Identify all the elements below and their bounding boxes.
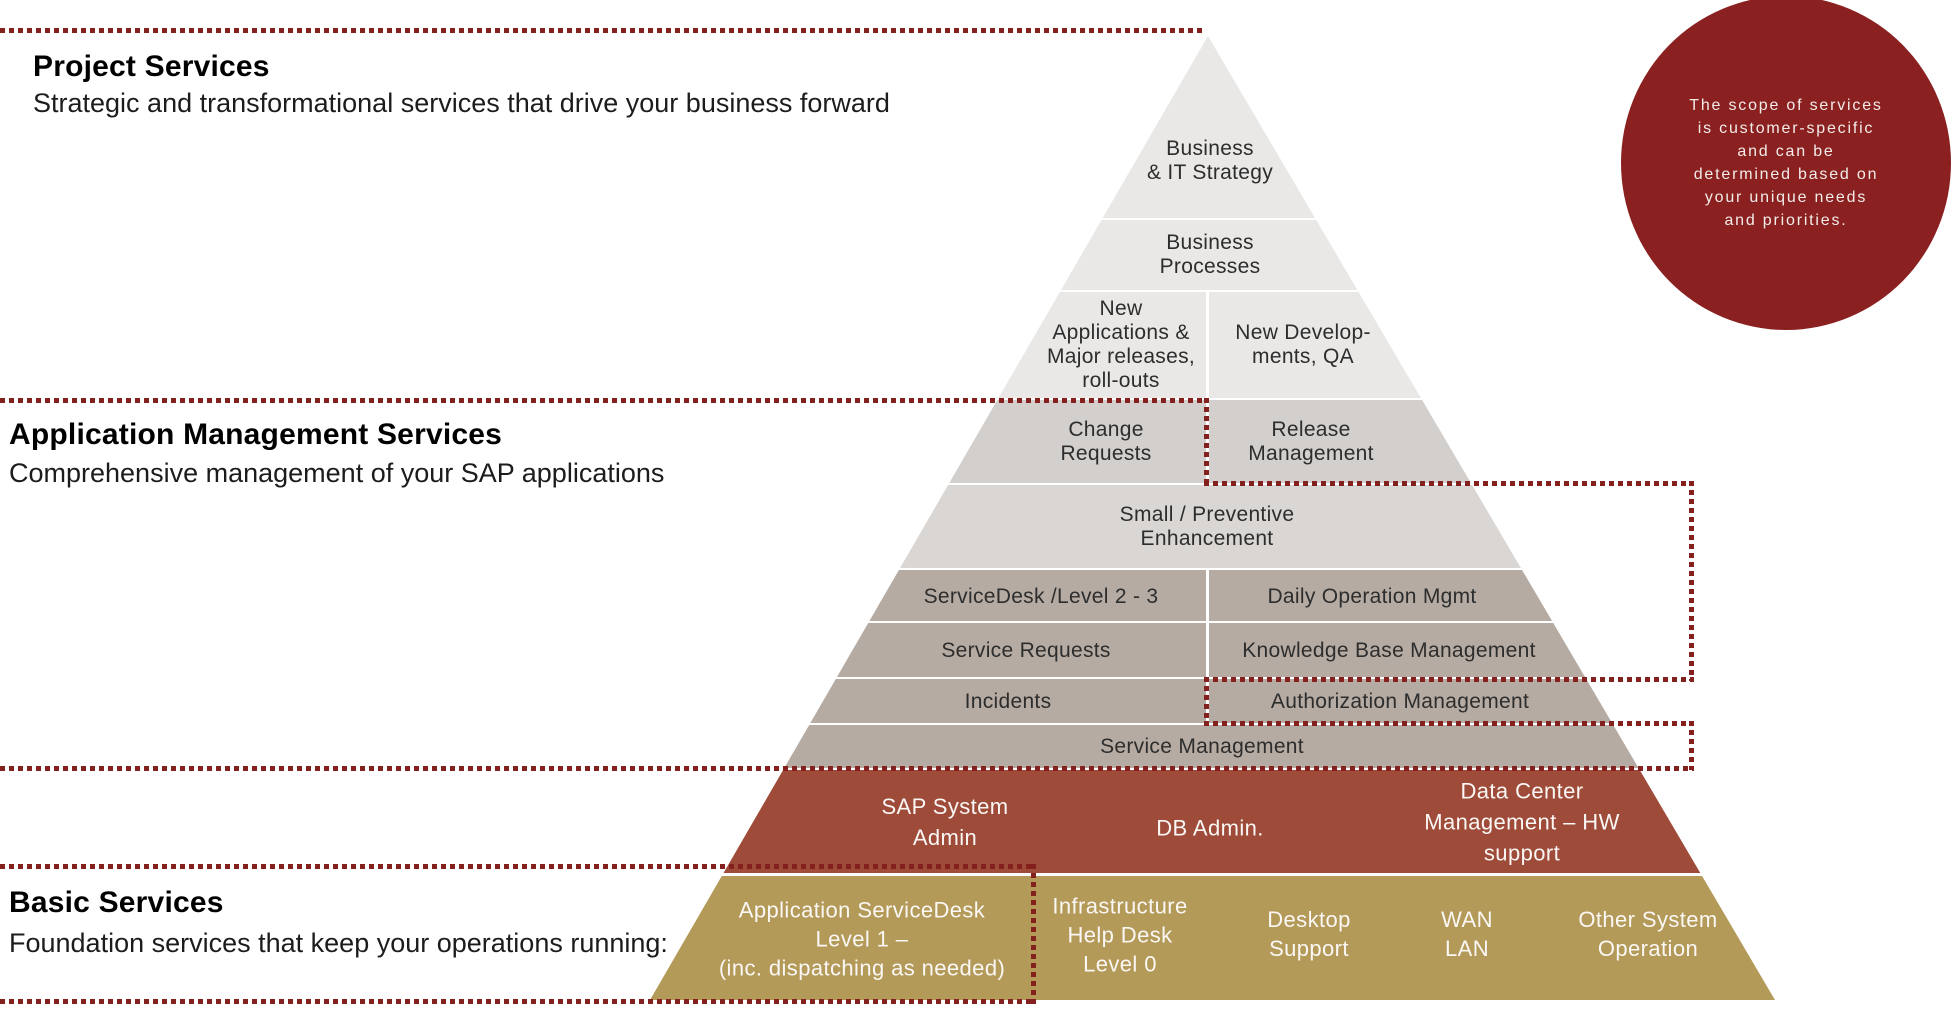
label-business-it-strategy: Business & IT Strategy <box>1146 137 1274 184</box>
ams-right-box-connector-line <box>1689 721 1694 770</box>
cell-divider-upper <box>1206 292 1209 483</box>
label-change-requests: Change Requests <box>1060 418 1152 465</box>
label-incidents: Incidents <box>964 690 1052 713</box>
basic-services-boundary-top-line <box>0 864 1036 869</box>
label-infrastructure-helpdesk: Infrastructure Help Desk Level 0 <box>1052 893 1188 977</box>
project-services-title: Project Services <box>33 50 270 83</box>
band-system-admin <box>650 770 1775 873</box>
band-service-management <box>650 725 1775 768</box>
label-release-management: Release Management <box>1248 418 1374 465</box>
ams-right-box-top-line <box>1204 481 1694 486</box>
band-basic-services <box>650 876 1775 1000</box>
project-services-boundary-line <box>0 28 1206 33</box>
ams-boundary-bottom-line <box>0 766 1694 771</box>
scope-callout-text: The scope of services is customer-specif… <box>1689 97 1883 229</box>
basic-services-subtitle: Foundation services that keep your opera… <box>9 928 668 958</box>
authorization-box-top-line <box>1204 677 1694 682</box>
band-requests-knowledge <box>650 623 1775 677</box>
cell-divider-lower <box>1206 570 1209 723</box>
label-new-developments: New Develop- ments, QA <box>1235 321 1371 368</box>
label-service-management: Service Management <box>1100 735 1304 758</box>
label-authorization-management: Authorization Management <box>1270 690 1530 713</box>
band-new-applications <box>650 292 1775 398</box>
authorization-box-bottom-line <box>1204 721 1694 726</box>
ams-boundary-step-line <box>1204 398 1209 486</box>
band-change-release <box>650 400 1775 483</box>
label-application-servicedesk: Application ServiceDesk Level 1 – (inc. … <box>718 897 1006 981</box>
label-small-preventive: Small / Preventive Enhancement <box>1119 503 1295 550</box>
label-other-system-operation: Other System Operation <box>1578 907 1718 961</box>
application-management-subtitle: Comprehensive management of your SAP app… <box>9 458 665 488</box>
label-db-admin: DB Admin. <box>1156 815 1264 841</box>
application-management-title: Application Management Services <box>9 418 503 451</box>
label-daily-operation: Daily Operation Mgmt <box>1267 585 1477 608</box>
band-incidents-authorization <box>650 679 1775 723</box>
ams-right-box-right-line <box>1689 481 1694 681</box>
label-data-center: Data Center Management – HW support <box>1424 778 1620 866</box>
basic-services-boundary-bottom-line <box>0 999 1036 1004</box>
label-new-applications: New Applications & Major releases, roll-… <box>1046 297 1196 392</box>
authorization-box-left-line <box>1204 677 1209 726</box>
basic-services-boundary-right-line <box>1031 864 1036 1004</box>
scope-callout-circle: The scope of services is customer-specif… <box>1621 0 1951 330</box>
band-business-it-strategy <box>650 36 1775 218</box>
label-servicedesk-l23: ServiceDesk /Level 2 - 3 <box>923 585 1159 608</box>
label-business-processes: Business Processes <box>1159 231 1261 278</box>
ams-boundary-top-line <box>0 398 1209 403</box>
basic-services-title: Basic Services <box>9 886 224 919</box>
label-wan-lan: WAN LAN <box>1441 907 1493 961</box>
label-knowledge-base: Knowledge Base Management <box>1242 639 1536 662</box>
band-servicedesk-daily <box>650 570 1775 621</box>
label-sap-system-admin: SAP System Admin <box>881 794 1009 850</box>
project-services-subtitle: Strategic and transformational services … <box>33 88 890 118</box>
label-desktop-support: Desktop Support <box>1267 907 1351 961</box>
label-service-requests: Service Requests <box>941 639 1111 662</box>
